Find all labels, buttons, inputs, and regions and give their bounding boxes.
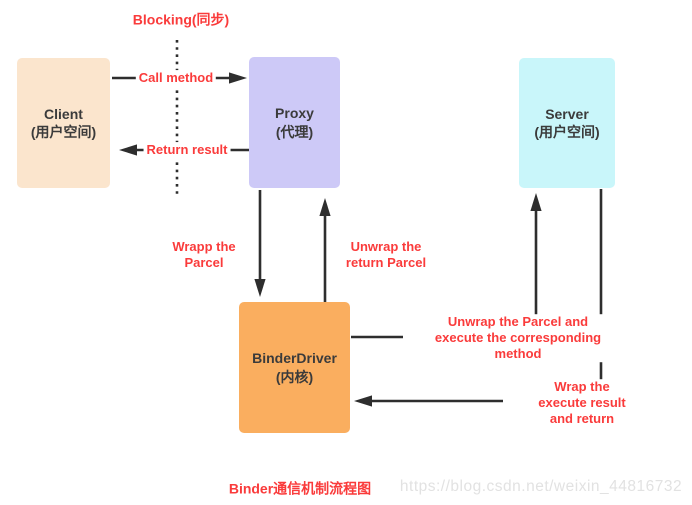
- server-node: Server (用户空间): [519, 58, 615, 188]
- unwrap-execute-label: Unwrap the Parcel and execute the corres…: [431, 314, 605, 362]
- proxy-node: Proxy (代理): [249, 57, 340, 188]
- return-result-arrowhead-icon: [119, 144, 137, 156]
- unwrap-execute-arrowhead-icon: [530, 193, 542, 211]
- binder-driver-node-label: BinderDriver (内核): [252, 350, 337, 385]
- blocking-label: Blocking(同步): [132, 11, 230, 28]
- wrap-parcel-label: Wrapp the Parcel: [172, 239, 236, 270]
- wrap-result-label: Wrap the execute result and return: [527, 379, 637, 427]
- client-node: Client (用户空间): [17, 58, 110, 188]
- client-node-label: Client (用户空间): [30, 105, 97, 140]
- call-method-arrowhead-icon: [229, 72, 247, 84]
- return-result-label: Return result: [143, 142, 231, 158]
- unwrap-return-parcel-label: Unwrap the return Parcel: [345, 239, 427, 270]
- diagram-title: Binder通信机制流程图: [228, 480, 372, 497]
- server-node-label: Server (用户空间): [534, 105, 600, 140]
- binder-driver-node: BinderDriver (内核): [239, 302, 350, 433]
- wrap-parcel-arrowhead-icon: [254, 279, 266, 297]
- unwrap-return-arrowhead-icon: [319, 198, 331, 216]
- proxy-node-label: Proxy (代理): [275, 105, 314, 140]
- wrap-result-arrowhead-icon: [354, 395, 372, 407]
- watermark-text: https://blog.csdn.net/weixin_44816732: [399, 478, 683, 495]
- call-method-label: Call method: [135, 70, 217, 86]
